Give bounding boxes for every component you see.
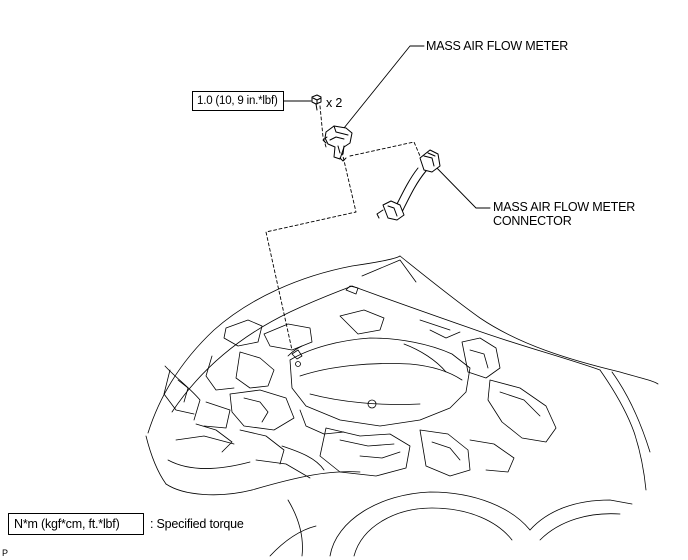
legend-torque-box-outline (8, 513, 144, 535)
torque-value-box: 1.0 (10, 9 in.*lbf) (192, 91, 284, 111)
legend-unit-text: N*m (kgf*cm, ft.*lbf) (14, 517, 120, 531)
legend-description: : Specified torque (150, 517, 244, 531)
vehicle-body-outline (145, 255, 659, 557)
engine-components (195, 309, 557, 479)
mass-air-flow-meter-connector-part (376, 149, 441, 221)
corner-mark: P (2, 548, 8, 558)
torque-value-text: 1.0 (10, 9 in.*lbf) (197, 95, 278, 107)
mass-air-flow-meter-part (322, 125, 353, 162)
dashed-guide-lines (265, 105, 421, 351)
mass-air-flow-meter-connector-label-line1: MASS AIR FLOW METER (493, 200, 636, 214)
bolt-quantity-label: x 2 (326, 96, 343, 110)
mass-air-flow-meter-label: MASS AIR FLOW METER (426, 39, 569, 53)
bolt-icon (311, 94, 322, 111)
mass-air-flow-meter-connector-label-line2: CONNECTOR (493, 214, 572, 228)
leader-lines (282, 45, 491, 209)
